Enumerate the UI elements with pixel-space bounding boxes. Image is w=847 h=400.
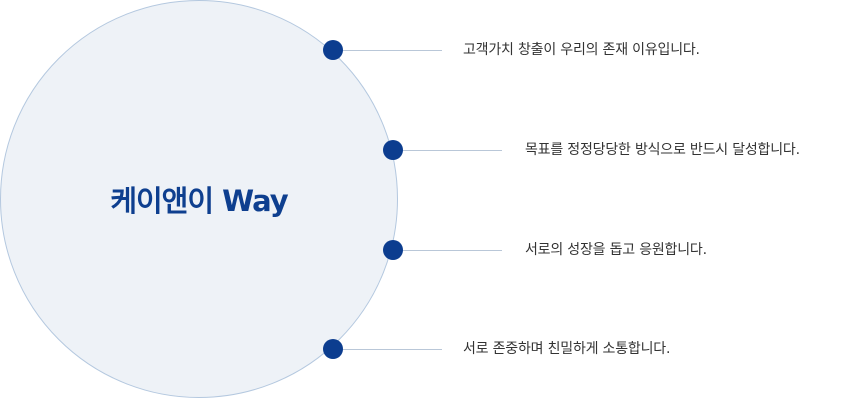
bullet-dot-icon [323,339,343,359]
value-text: 고객가치 창출이 우리의 존재 이유입니다. [463,42,700,58]
connector-line [333,349,442,350]
connector-line [333,50,442,51]
connector-line [393,250,502,251]
value-text: 서로 존중하며 친밀하게 소통합니다. [463,341,671,357]
bullet-dot-icon [383,140,403,160]
bullet-dot-icon [323,40,343,60]
value-text: 서로의 성장을 돕고 응원합니다. [525,242,707,258]
value-text: 목표를 정정당당한 방식으로 반드시 달성합니다. [525,142,800,158]
central-circle [0,0,398,398]
central-title: 케이앤이 Way [110,184,288,218]
bullet-dot-icon [383,240,403,260]
connector-line [393,150,502,151]
